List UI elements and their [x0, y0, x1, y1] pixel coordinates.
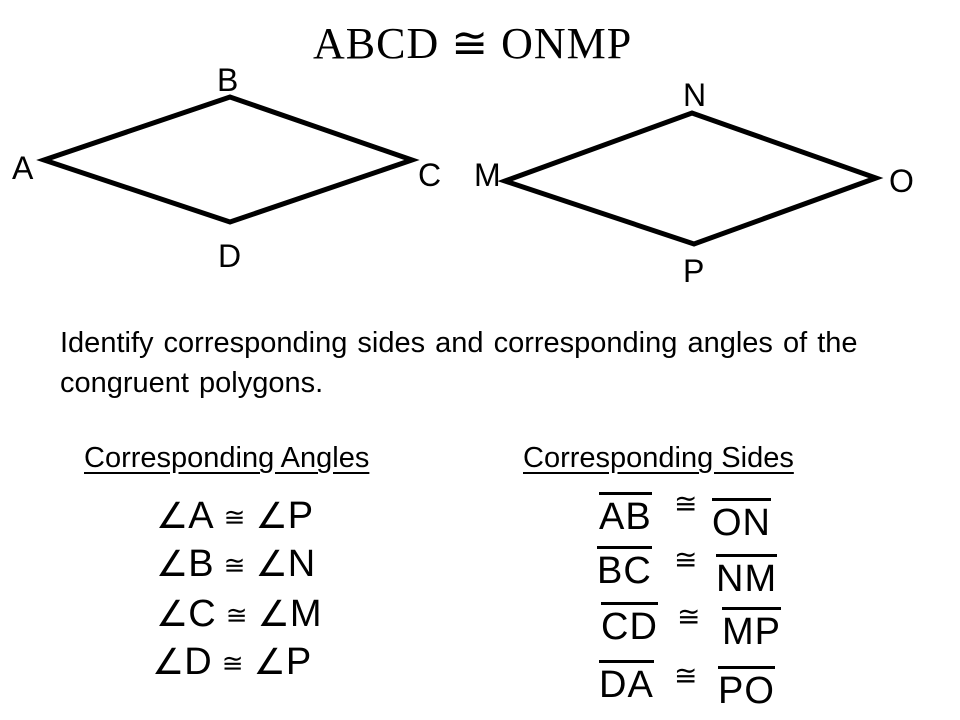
angle-symbol: ∠ [156, 495, 189, 536]
angle-symbol: ∠ [253, 641, 286, 682]
angle-right: M [289, 593, 322, 635]
vertex-label-c: C [418, 157, 442, 193]
angle-symbol: ∠ [156, 593, 189, 634]
vertex-label-d: D [218, 238, 242, 274]
segment-right: PO [718, 666, 775, 710]
angle-symbol: ∠ [255, 495, 288, 536]
corresponding-angles-heading: Corresponding Angles [84, 442, 370, 474]
angle-symbol: ∠ [152, 641, 185, 682]
congruent-symbol: ≅ [677, 601, 701, 632]
angle-symbol: ∠ [156, 543, 189, 584]
angle-left: D [184, 641, 212, 683]
segment-left: CD [601, 602, 658, 646]
angle-symbol: ∠ [257, 593, 290, 634]
angle-right: P [285, 641, 312, 683]
segment-right: ON [712, 498, 771, 542]
segment-left: BC [597, 546, 652, 590]
congruence-statement: ABCD ≅ ONMP [313, 19, 633, 68]
congruent-symbol: ≅ [223, 550, 246, 580]
quadrilateral-abcd [36, 94, 420, 225]
angle-pair-row: ∠A≅∠P [156, 497, 313, 535]
angle-pair-row: ∠B≅∠N [156, 545, 315, 583]
angle-pair-row: ∠D≅∠P [152, 643, 311, 681]
angle-left: B [188, 543, 214, 585]
vertex-label-m: M [474, 157, 501, 193]
vertex-label-p: P [683, 253, 705, 289]
instruction-text: Identify corresponding sides and corresp… [60, 327, 858, 399]
vertex-label-a: A [12, 150, 34, 186]
angle-pair-row: ∠C≅∠M [156, 595, 321, 633]
congruent-symbol: ≅ [223, 502, 246, 532]
angle-symbol: ∠ [255, 543, 288, 584]
congruent-symbol: ≅ [221, 648, 244, 678]
congruent-symbol: ≅ [674, 544, 698, 575]
angle-left: C [188, 593, 216, 635]
corresponding-sides-heading: Corresponding Sides [523, 442, 794, 474]
quadrilateral-mnop [497, 110, 884, 247]
segment-left: AB [599, 492, 652, 536]
vertex-label-b: B [217, 62, 239, 98]
segment-left: DA [599, 660, 654, 704]
angle-left: A [188, 495, 214, 537]
congruent-symbol: ≅ [674, 488, 698, 519]
angle-right: N [287, 543, 316, 585]
segment-right: MP [722, 607, 781, 651]
angle-right: P [287, 495, 314, 537]
vertex-label-n: N [683, 77, 707, 113]
segment-right: NM [716, 554, 778, 598]
congruent-symbol: ≅ [225, 600, 248, 630]
vertex-label-o: O [889, 163, 914, 199]
congruent-symbol: ≅ [674, 660, 698, 691]
